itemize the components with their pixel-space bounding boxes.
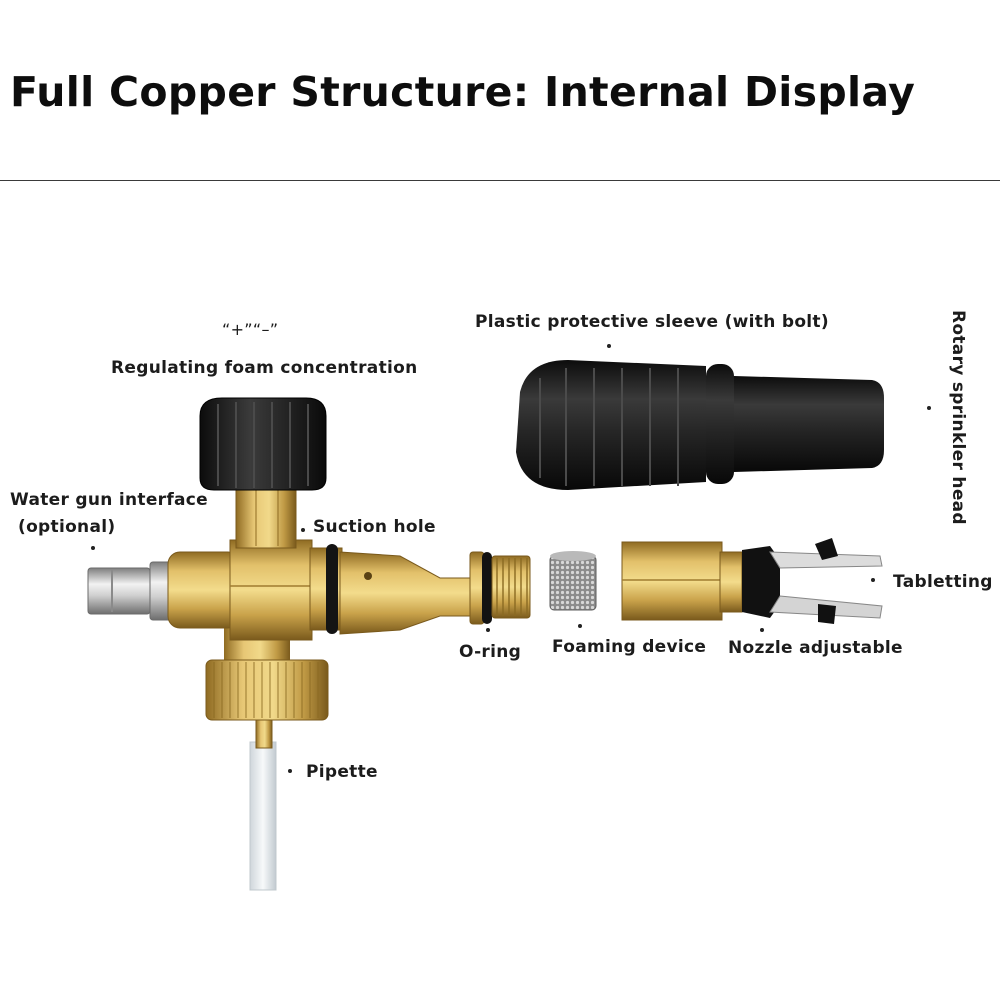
foaming-mesh — [549, 551, 597, 611]
bottom-knurled-nut — [205, 628, 329, 721]
page-title: Full Copper Structure: Internal Display — [10, 68, 916, 116]
nozzle-shaft — [339, 551, 485, 635]
brass-valve-body — [167, 487, 343, 641]
title-divider — [0, 180, 1000, 181]
label-o-ring: O-ring — [459, 642, 522, 662]
tabletting-tip — [742, 538, 883, 624]
label-nozzle-adjustable: Nozzle adjustable — [728, 638, 903, 658]
label-pipette: Pipette — [306, 762, 378, 782]
label-water-gun-optional: (optional) — [18, 517, 116, 537]
label-rotary-sprinkler-head: Rotary sprinkler head — [948, 310, 968, 525]
body-o-ring — [326, 544, 338, 634]
quick-connect-plug — [87, 561, 177, 621]
label-water-gun-interface: Water gun interface — [10, 490, 209, 510]
suction-hole-port — [364, 572, 372, 580]
label-plastic-sleeve: Plastic protective sleeve (with bolt) — [475, 312, 829, 332]
label-suction-hole: Suction hole — [313, 517, 436, 537]
adjusting-knob — [199, 397, 327, 491]
plastic-sleeve — [516, 360, 884, 490]
label-regulating-foam: Regulating foam concentration — [111, 358, 418, 378]
adjustable-nozzle — [621, 541, 743, 621]
o-ring-part — [482, 552, 492, 624]
pipette-tube — [249, 717, 277, 891]
label-foaming-device: Foaming device — [552, 637, 707, 657]
threaded-end — [491, 555, 531, 619]
label-plus-minus: “+”“–” — [222, 320, 279, 339]
label-tabletting: Tabletting — [893, 572, 993, 592]
